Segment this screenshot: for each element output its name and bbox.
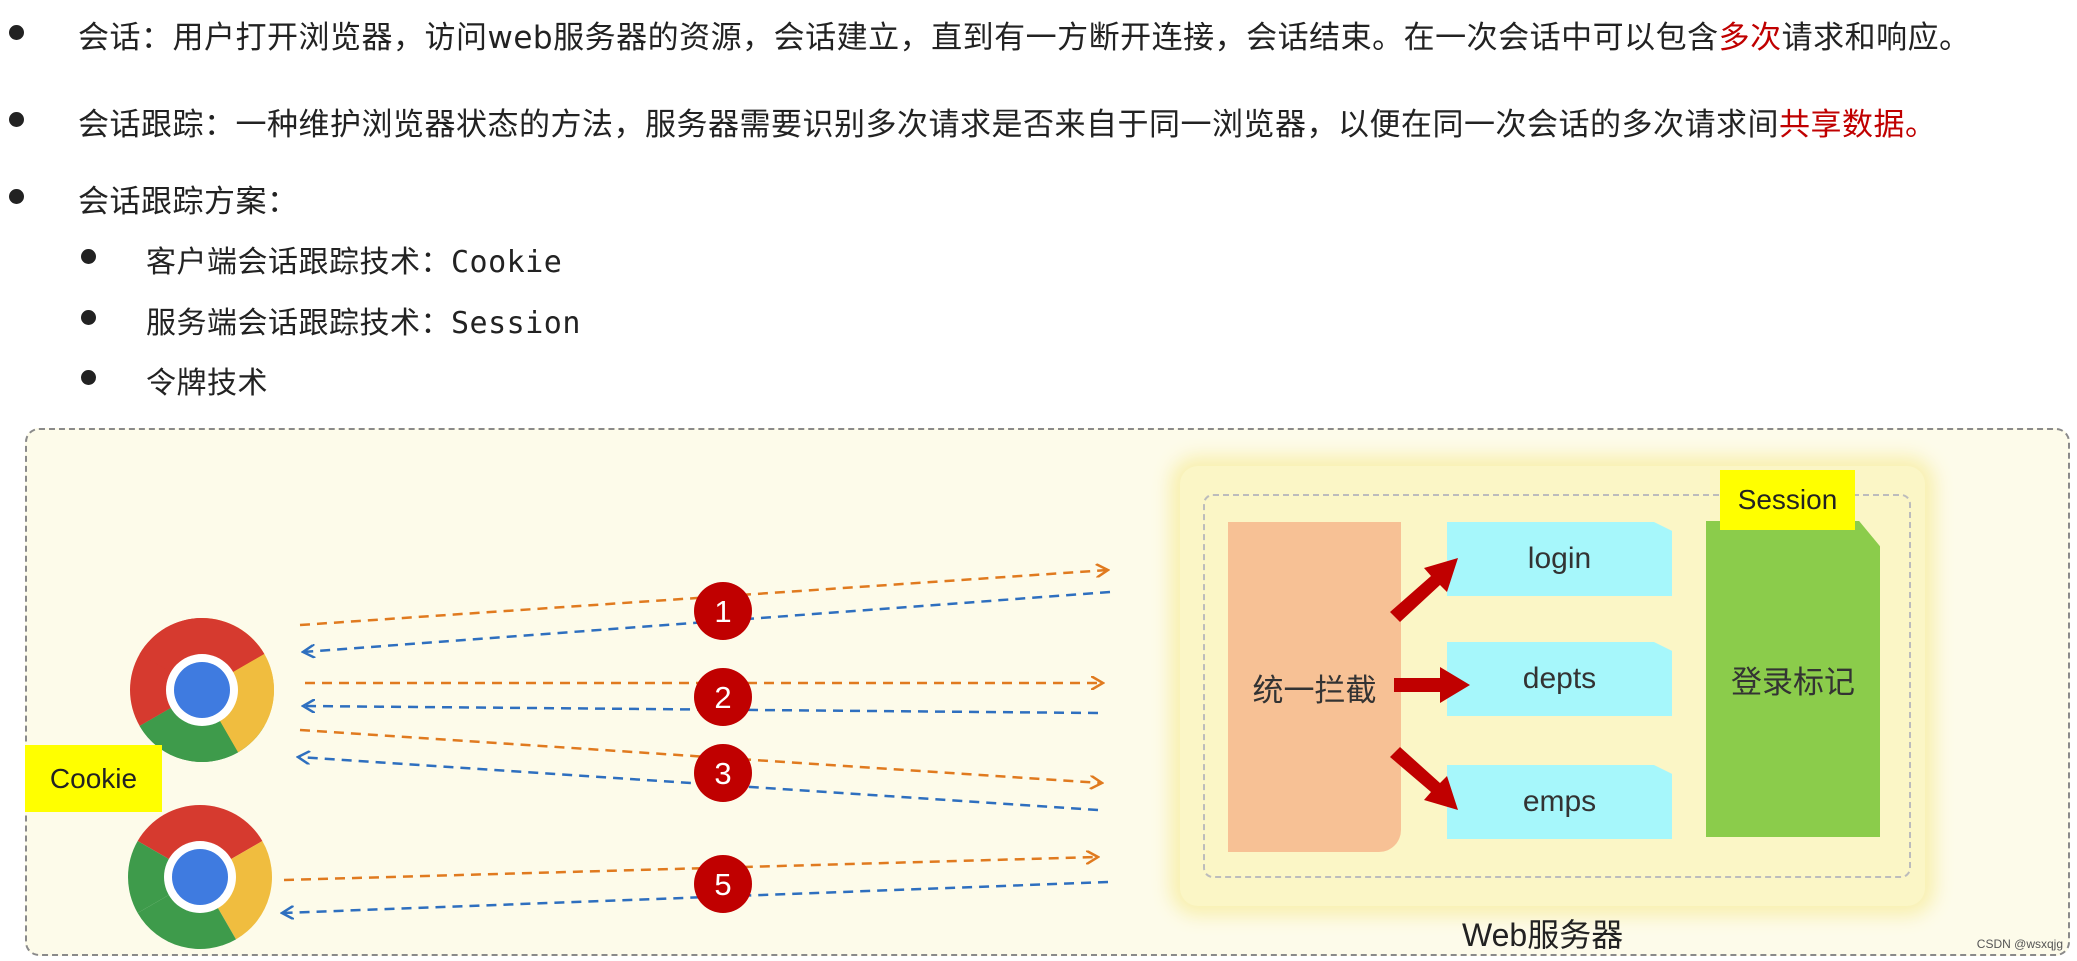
sub-item-label: 令牌技术 <box>146 366 268 401</box>
sub-item-token: 令牌技术 <box>146 358 268 402</box>
sub-bullet-dot <box>81 310 96 325</box>
session-store-box: 登录标记 <box>1706 521 1880 837</box>
session-tracking-definition: 会话跟踪：一种维护浏览器状态的方法，服务器需要识别多次请求是否来自于同一浏览器，… <box>78 99 1937 144</box>
bullet-dot <box>9 112 24 127</box>
sub-item-cookie: 客户端会话跟踪技术：Cookie <box>146 237 562 281</box>
session-definition-text: 会话：用户打开浏览器，访问web服务器的资源，会话建立，直到有一方断开连接，会话… <box>78 20 1719 56</box>
session-tracking-text: 会话跟踪：一种维护浏览器状态的方法，服务器需要识别多次请求是否来自于同一浏览器，… <box>78 107 1779 143</box>
session-tag: Session <box>1720 470 1855 530</box>
highlight-multiple: 多次 <box>1718 20 1782 56</box>
sub-item-label: 客户端会话跟踪技术： <box>146 245 451 280</box>
endpoint-login: login <box>1447 522 1672 596</box>
session-definition: 会话：用户打开浏览器，访问web服务器的资源，会话建立，直到有一方断开连接，会话… <box>78 12 1971 57</box>
bullet-dot <box>9 189 24 204</box>
footer-watermark: CSDN @wsxqjg <box>1976 937 2063 951</box>
cookie-tag: Cookie <box>25 745 162 812</box>
web-server-boundary <box>1203 494 1911 878</box>
highlight-share-data: 共享数据。 <box>1779 107 1937 143</box>
endpoint-emps: emps <box>1447 765 1672 839</box>
bullet-dot <box>9 25 24 40</box>
sub-bullet-dot <box>81 249 96 264</box>
sub-item-term: Cookie <box>451 245 563 280</box>
tracking-schemes-heading: 会话跟踪方案： <box>78 184 299 220</box>
sub-item-session: 服务端会话跟踪技术：Session <box>146 298 581 342</box>
endpoint-depts: depts <box>1447 642 1672 716</box>
unified-intercept-box: 统一拦截 <box>1228 522 1401 852</box>
sub-item-label: 服务端会话跟踪技术： <box>146 306 451 341</box>
session-definition-suffix: 请求和响应。 <box>1781 20 1971 56</box>
sub-item-term: Session <box>451 306 581 341</box>
web-server-label: Web服务器 <box>1462 917 1624 953</box>
sub-bullet-dot <box>81 370 96 385</box>
